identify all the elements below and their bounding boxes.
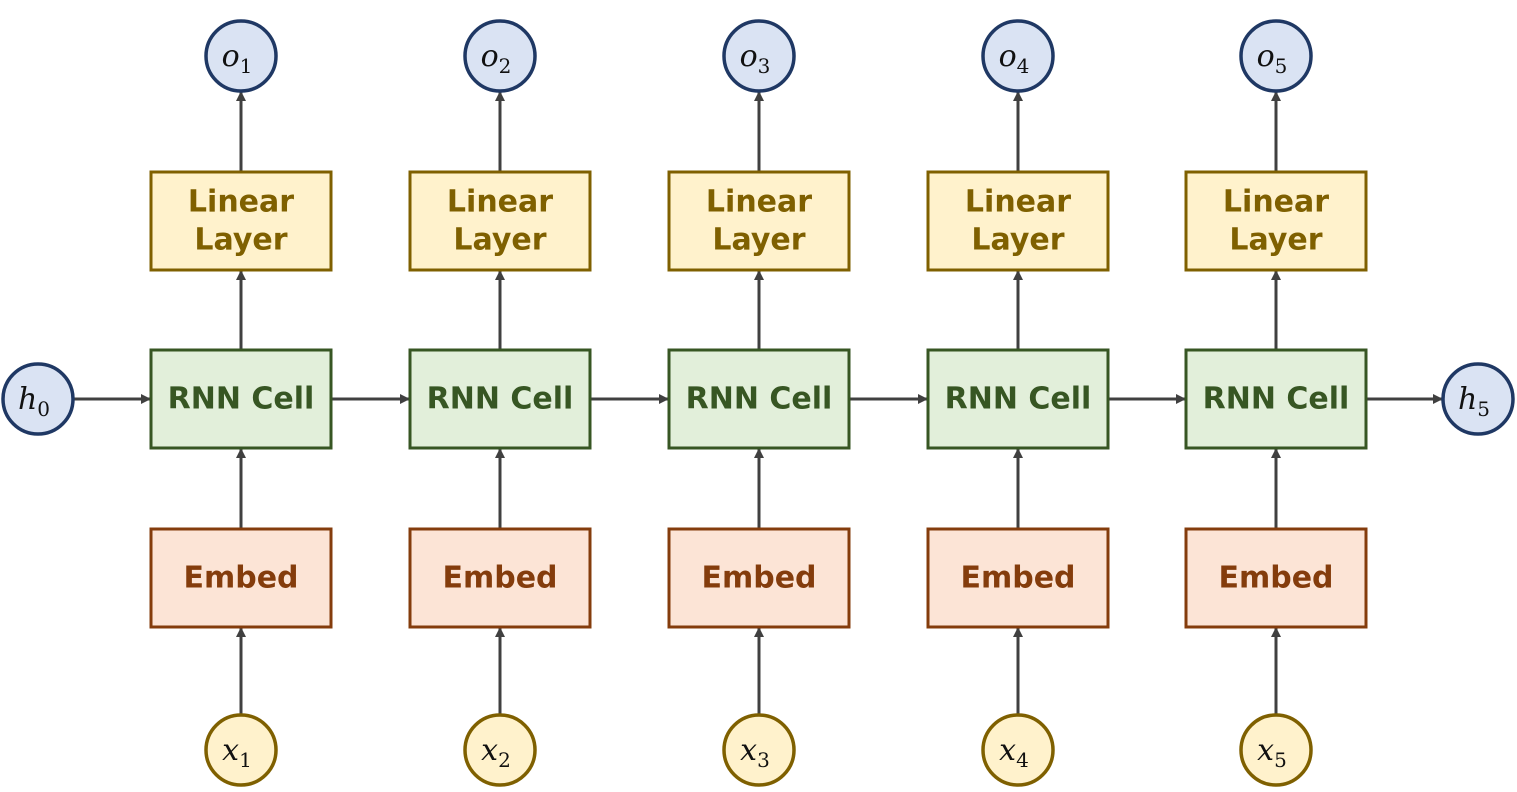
input-node-x3-label: x3: [740, 733, 770, 772]
linear-layer-label-line1-5: Linear: [1223, 185, 1329, 220]
embed-box-2: [408, 527, 592, 629]
rnn-cell-label-4: RNN Cell: [945, 382, 1092, 417]
output-node-o2-symbol: o: [481, 39, 499, 74]
input-node-x5-subscript: 5: [1274, 748, 1287, 772]
hidden-state-h5-subscript: 5: [1477, 397, 1490, 421]
input-node-x1-symbol: x: [222, 733, 239, 768]
output-node-o2-circle: [463, 19, 537, 93]
output-node-o5-circle: [1239, 19, 1313, 93]
linear-layer-label-line2-3: Layer: [712, 223, 805, 258]
input-node-x2-label: x2: [481, 733, 511, 772]
output-node-o4-symbol: o: [999, 39, 1017, 74]
rnn-cell-box-2: [408, 348, 592, 450]
output-node-o3: o3: [722, 19, 796, 93]
input-node-x2-circle: [463, 713, 537, 787]
output-node-o2-label: o2: [481, 39, 512, 78]
input-node-x4-symbol: x: [999, 733, 1016, 768]
input-node-x1-label: x1: [222, 733, 252, 772]
hidden-state-h5-circle: [1441, 362, 1515, 436]
output-node-o1-subscript: 1: [240, 54, 253, 78]
input-node-x1-subscript: 1: [239, 748, 252, 772]
embed-label-2: Embed: [442, 561, 557, 596]
embed-box-1: [149, 527, 333, 629]
output-node-o5: o5: [1239, 19, 1313, 93]
input-node-x3-symbol: x: [740, 733, 757, 768]
embed-box-4: [926, 527, 1110, 629]
linear-layer-label-line1-4: Linear: [965, 185, 1071, 220]
input-node-x5-label: x5: [1257, 733, 1287, 772]
output-node-o3-label: o3: [740, 39, 771, 78]
input-node-x1-circle: [204, 713, 278, 787]
rnn-cell-label-3: RNN Cell: [686, 382, 833, 417]
output-node-o5-label: o5: [1257, 39, 1288, 78]
embed-box-5: [1184, 527, 1368, 629]
linear-layer-box-1: [149, 170, 333, 272]
input-node-x3-subscript: 3: [757, 748, 770, 772]
input-node-x2-subscript: 2: [498, 748, 511, 772]
input-node-x5: x5: [1239, 713, 1313, 787]
linear-layer-label-line1-3: Linear: [706, 185, 812, 220]
output-node-o1: o1: [204, 19, 278, 93]
output-node-o1-symbol: o: [222, 39, 240, 74]
rnn-cell-box-5: [1184, 348, 1368, 450]
output-node-o4: o4: [981, 19, 1055, 93]
input-node-x4-label: x4: [999, 733, 1029, 772]
linear-layer-label-line1-1: Linear: [188, 185, 294, 220]
input-node-x5-symbol: x: [1257, 733, 1274, 768]
rnn-cell-label-2: RNN Cell: [427, 382, 574, 417]
input-node-x2-symbol: x: [481, 733, 498, 768]
hidden-state-h5-label: h5: [1458, 382, 1490, 421]
output-node-o1-circle: [204, 19, 278, 93]
rnn-cell-label-5: RNN Cell: [1203, 382, 1350, 417]
hidden-state-h0-subscript: 0: [37, 397, 50, 421]
output-node-o5-symbol: o: [1257, 39, 1275, 74]
output-node-o3-circle: [722, 19, 796, 93]
hidden-state-h0-symbol: h: [18, 382, 37, 417]
output-node-o1-label: o1: [222, 39, 253, 78]
output-node-o2-subscript: 2: [499, 54, 512, 78]
output-node-o4-circle: [981, 19, 1055, 93]
hidden-state-h0-circle: [1, 362, 75, 436]
linear-layer-label-line2-1: Layer: [194, 223, 287, 258]
hidden-state-h5-symbol: h: [1458, 382, 1477, 417]
linear-layer-box-5: [1184, 170, 1368, 272]
input-node-x5-circle: [1239, 713, 1313, 787]
input-node-x4-subscript: 4: [1016, 748, 1029, 772]
input-node-x2: x2: [463, 713, 537, 787]
output-node-o3-subscript: 3: [758, 54, 771, 78]
output-node-o2: o2: [463, 19, 537, 93]
output-node-o3-symbol: o: [740, 39, 758, 74]
hidden-state-h5: h5: [1441, 362, 1515, 436]
embed-label-4: Embed: [960, 561, 1075, 596]
embed-box-3: [667, 527, 851, 629]
output-node-o4-subscript: 4: [1017, 54, 1030, 78]
rnn-cell-box-4: [926, 348, 1110, 450]
hidden-state-h0: h0: [1, 362, 75, 436]
linear-layer-label-line1-2: Linear: [447, 185, 553, 220]
rnn-cell-label-1: RNN Cell: [168, 382, 315, 417]
input-node-x4: x4: [981, 713, 1055, 787]
linear-layer-label-line2-2: Layer: [453, 223, 546, 258]
output-node-o5-subscript: 5: [1275, 54, 1288, 78]
rnn-cell-box-1: [149, 348, 333, 450]
embed-label-3: Embed: [701, 561, 816, 596]
embed-label-5: Embed: [1218, 561, 1333, 596]
input-node-x3-circle: [722, 713, 796, 787]
linear-layer-box-2: [408, 170, 592, 272]
input-node-x1: x1: [204, 713, 278, 787]
linear-layer-box-3: [667, 170, 851, 272]
linear-layer-box-4: [926, 170, 1110, 272]
linear-layer-label-line2-4: Layer: [971, 223, 1064, 258]
output-node-o4-label: o4: [999, 39, 1030, 78]
embed-label-1: Embed: [183, 561, 298, 596]
arrows-layer: [73, 91, 1443, 715]
linear-layer-label-line2-5: Layer: [1229, 223, 1322, 258]
rnn-cell-box-3: [667, 348, 851, 450]
input-node-x4-circle: [981, 713, 1055, 787]
hidden-state-h0-label: h0: [18, 382, 50, 421]
input-node-x3: x3: [722, 713, 796, 787]
